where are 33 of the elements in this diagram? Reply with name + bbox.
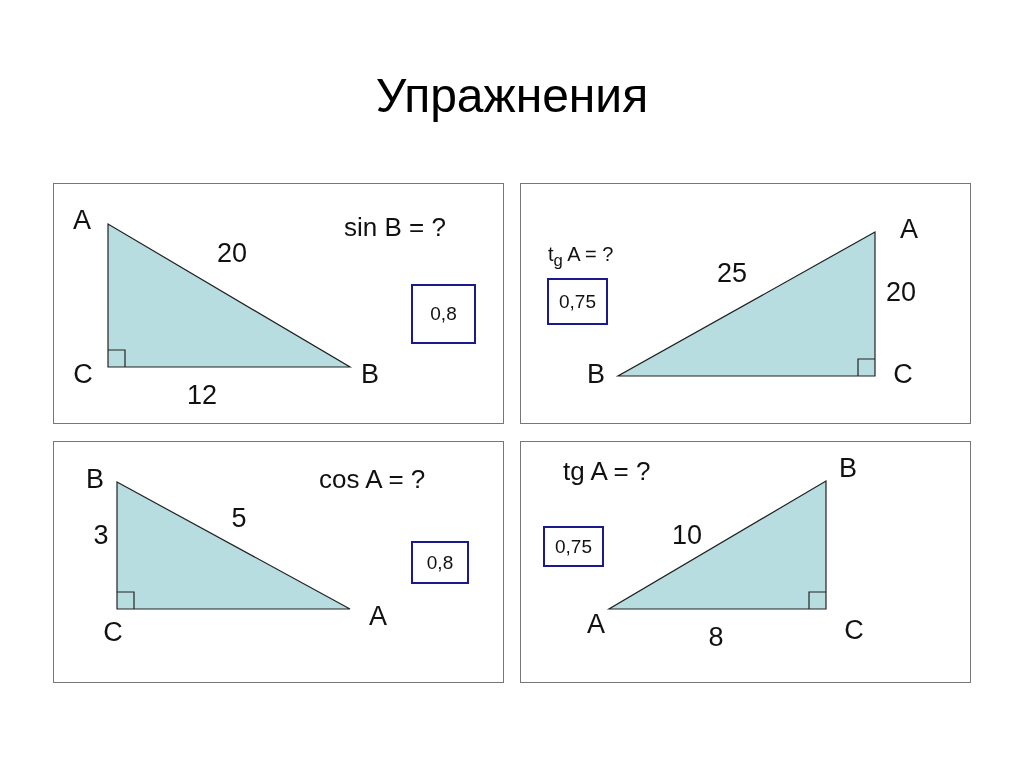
vertex-label: A: [369, 602, 387, 630]
question-text: tg A = ?: [563, 458, 651, 484]
vertex-label: A: [587, 610, 605, 638]
answer-box: [411, 284, 476, 344]
side-length-label: 12: [187, 381, 217, 409]
question-text: cos A = ?: [319, 466, 426, 492]
answer-value: 0,75: [555, 535, 592, 558]
vertex-label: B: [587, 360, 605, 388]
answer-box: [547, 278, 608, 325]
vertex-label: B: [839, 454, 857, 482]
vertex-label: C: [893, 360, 913, 388]
vertex-label: A: [900, 215, 918, 243]
side-length-label: 5: [231, 504, 247, 532]
answer-value: 0,75: [559, 290, 596, 313]
answer-value: 0,8: [430, 303, 457, 325]
vertex-label: B: [86, 465, 104, 493]
answer-value: 0,8: [426, 551, 454, 574]
question-text: t$_{g}$ A = ?: [548, 244, 614, 270]
side-length-label: 25: [717, 259, 747, 287]
vertex-label: 8: [708, 623, 724, 651]
side-length-label: 20: [217, 239, 247, 267]
title: Упражнения: [374, 68, 650, 123]
side-length-label: 20: [886, 278, 916, 306]
vertex-label: C: [73, 360, 93, 388]
side-length-label: 10: [672, 521, 702, 549]
vertex-label: B: [361, 360, 379, 388]
answer-box: [411, 541, 469, 584]
side-length-label: 3: [93, 521, 109, 549]
answer-box: [543, 526, 604, 567]
question-text: sin B = ?: [344, 214, 446, 240]
side-length-label: C: [844, 616, 864, 644]
vertex-label: A: [73, 206, 91, 234]
vertex-label: C: [103, 618, 123, 646]
